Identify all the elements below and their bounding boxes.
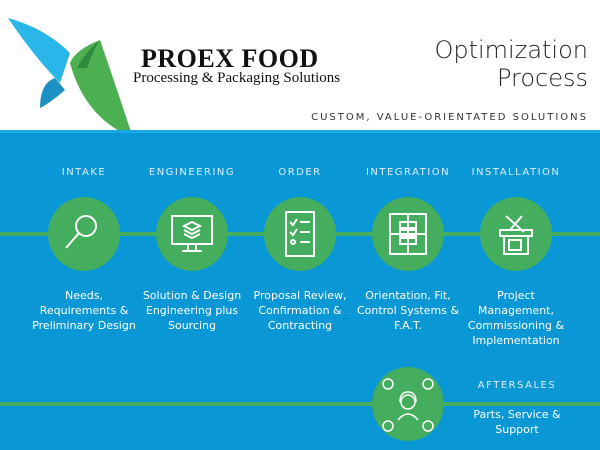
stage-circle bbox=[264, 197, 336, 271]
aftersales-line bbox=[0, 402, 600, 406]
title-line-2: Process bbox=[496, 64, 588, 92]
page-title: Optimization Process bbox=[434, 36, 588, 92]
title-line-1: Optimization bbox=[434, 36, 588, 64]
brand-name: PROEX FOOD bbox=[141, 44, 319, 73]
stage-desc: Proposal Review, Confirmation & Contract… bbox=[253, 289, 347, 332]
puzzle-server-icon bbox=[389, 213, 427, 255]
checklist-icon bbox=[285, 211, 315, 257]
stage-desc: Needs, Requirements & Preliminary Design bbox=[32, 289, 136, 332]
magnifier-icon bbox=[65, 215, 97, 249]
stage-circle bbox=[480, 197, 552, 271]
aftersales-circle bbox=[372, 367, 444, 441]
tools-icon bbox=[499, 215, 533, 255]
tagline: CUSTOM, VALUE-ORIENTATED SOLUTIONS bbox=[311, 112, 588, 123]
stage-desc: Solution & Design Engineering plus Sourc… bbox=[142, 289, 242, 332]
stage-circle bbox=[372, 197, 444, 271]
stage-label: INSTALLATION bbox=[471, 167, 561, 178]
stage-desc: Orientation, Fit, Control Systems & F.A.… bbox=[356, 289, 460, 332]
support-agent-icon bbox=[382, 378, 434, 432]
logo-icon bbox=[8, 18, 133, 138]
aftersales-label: AFTERSALES bbox=[477, 380, 557, 391]
stage-label: ENGINEERING bbox=[148, 167, 236, 178]
process-band bbox=[0, 130, 600, 450]
stage-circle bbox=[48, 197, 120, 271]
stage-label: INTEGRATION bbox=[365, 167, 451, 178]
brand: PROEX FOOD Processing & Packaging Soluti… bbox=[133, 44, 340, 87]
monitor-layers-icon bbox=[171, 215, 213, 252]
aftersales-desc: Parts, Service & Support bbox=[473, 408, 561, 436]
brand-subtitle: Processing & Packaging Solutions bbox=[133, 70, 341, 86]
stage-circle bbox=[156, 197, 228, 271]
stage-desc: Project Management, Commissioning & Impl… bbox=[467, 289, 565, 347]
stage-label: INTAKE bbox=[61, 167, 107, 178]
header: PROEX FOOD Processing & Packaging Soluti… bbox=[0, 0, 600, 138]
stage-label: ORDER bbox=[278, 167, 322, 178]
